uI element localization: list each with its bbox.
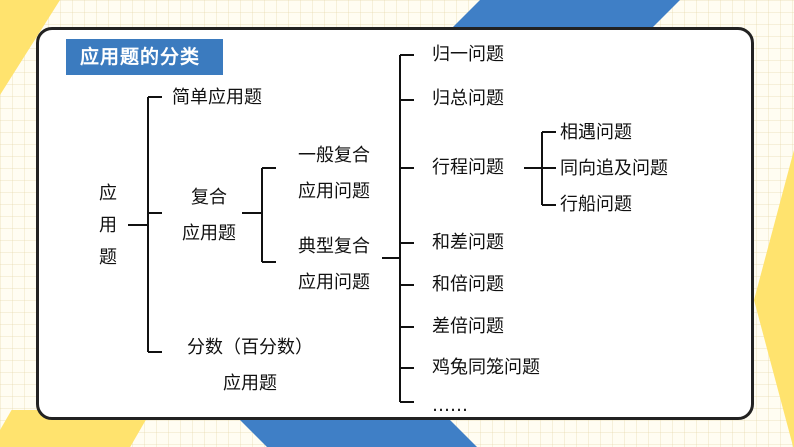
decor-blue-band-top: [450, 0, 680, 30]
list-item-hebei: 和倍问题: [432, 274, 504, 295]
list-item-tongxiang: 同向追及问题: [560, 158, 668, 179]
list-item-hecha: 和差问题: [432, 232, 504, 253]
list-item-xiangyu: 相遇问题: [560, 122, 632, 143]
compound-problems-label: 复合 应用题: [182, 187, 236, 244]
list-item-more: ……: [432, 395, 468, 416]
content-card: 应用题的分类: [36, 27, 754, 420]
typical-compound-label: 典型复合 应用问题: [298, 236, 370, 293]
simple-problems-label: 简单应用题: [172, 87, 262, 108]
list-item-guizong: 归总问题: [432, 88, 504, 109]
list-item-xingcheng: 行程问题: [432, 157, 504, 178]
list-item-jitu: 鸡兔同笼问题: [432, 357, 540, 378]
list-item-xingchuan: 行船问题: [560, 194, 632, 215]
fraction-problems-label: 分数（百分数） 应用题: [187, 337, 313, 394]
general-compound-label: 一般复合 应用问题: [298, 145, 370, 202]
list-item-chabei: 差倍问题: [432, 316, 504, 337]
decor-yellow-triangle-right: [754, 150, 794, 447]
root-label: 应用题: [99, 183, 117, 268]
page-title: 应用题的分类: [66, 39, 223, 75]
decor-blue-band-bottom: [240, 420, 490, 447]
list-item-guiyi: 归一问题: [432, 44, 504, 65]
